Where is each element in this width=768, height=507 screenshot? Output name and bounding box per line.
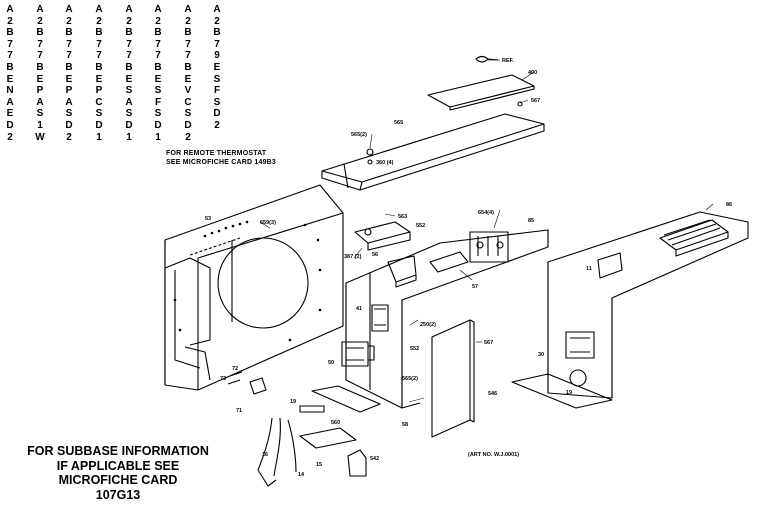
label-11: 11 [586, 266, 592, 272]
capacitor [371, 304, 389, 332]
label-565-2-side: 565(2) [402, 376, 418, 382]
label-563: 563 [398, 214, 407, 220]
top-cover-plate [427, 55, 535, 111]
label-58: 58 [402, 422, 408, 428]
transformer-right [565, 331, 595, 387]
remote-thermostat-note: FOR REMOTE THERMOSTAT SEE MICROFICHE CAR… [166, 150, 277, 166]
fan-housing-rivets [173, 220, 322, 342]
label-72: 72 [232, 366, 238, 372]
label-16: 16 [262, 452, 268, 458]
label-86: 86 [726, 202, 732, 208]
label-250-2: 250(2) [420, 322, 436, 328]
label-19-right: 19 [566, 390, 572, 396]
label-360-4: 360 (4) [376, 160, 394, 166]
switch-block [354, 221, 411, 251]
label-654-4: 654(4) [478, 210, 494, 216]
label-387-2: 387 (2) [344, 254, 362, 260]
label-57: 57 [472, 284, 478, 290]
subbase-note: FOR SUBBASE INFORMATION IF APPLICABLE SE… [27, 444, 209, 502]
label-400: 400 [528, 70, 537, 76]
label-546: 546 [488, 391, 497, 397]
label-73: 73 [220, 376, 226, 382]
label-56: 56 [372, 252, 378, 258]
label-15: 15 [316, 462, 322, 468]
art-number: (ART NO. W.J.0001) [468, 452, 519, 458]
control-box-frame [311, 229, 549, 413]
label-53: 53 [205, 216, 211, 222]
label-552: 552 [416, 223, 425, 229]
label-14: 14 [298, 472, 305, 478]
label-71: 71 [236, 408, 242, 414]
label-567-side: 567 [484, 340, 493, 346]
label-19: 19 [290, 399, 296, 405]
label-30: 30 [538, 352, 544, 358]
transformer-left [341, 341, 375, 367]
top-panel [321, 101, 545, 191]
access-panel [431, 319, 475, 438]
label-560: 560 [331, 420, 340, 426]
right-side-frame [511, 211, 749, 409]
label-565-2: 565(2) [351, 132, 367, 138]
label-50: 50 [328, 360, 334, 366]
heater-element [659, 219, 729, 257]
label-542: 542 [370, 456, 379, 462]
label-565: 565 [394, 120, 403, 126]
label-ref: REF. [502, 58, 514, 64]
label-85: 85 [528, 218, 534, 224]
label-567-top: 567 [531, 98, 540, 104]
small-parts [227, 371, 367, 477]
wire-harness [257, 417, 297, 487]
label-552-side: 552 [410, 346, 419, 352]
label-41: 41 [356, 306, 362, 312]
part-labels: REF. 400 567 565 565(2) 360 (4) 53 659(3… [205, 58, 732, 478]
leader-lines [259, 59, 714, 403]
relay-assembly [387, 231, 509, 288]
label-659-3: 659(3) [260, 220, 276, 226]
fan-housing-panel [164, 184, 344, 391]
